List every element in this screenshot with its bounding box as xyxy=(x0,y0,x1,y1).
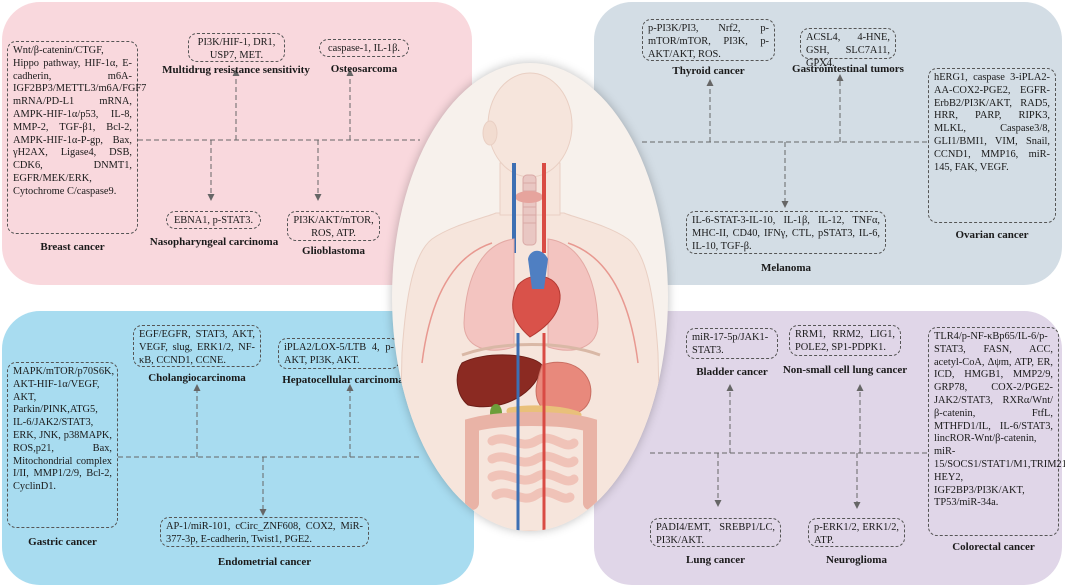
hcc-label: Hepatocellular carcinoma xyxy=(282,374,404,386)
cholangiocarcinoma-targets: EGF/EGFR, STAT3, AKT, VEGF, slug, ERK1/2… xyxy=(133,325,261,367)
colorectal-cancer-targets: TLR4/p-NF-κBp65/IL-6/p-STAT3, FASN, ACC,… xyxy=(928,327,1065,536)
hcc-targets: iPLA2/LOX-5/LTB 4, p-AKT, PI3K, AKT. xyxy=(278,338,400,369)
thyroid-cancer-targets: p-PI3K/PI3, Nrf2, p-mTOR/mTOR, PI3K, p-A… xyxy=(642,19,775,61)
anatomy-oval xyxy=(392,63,668,531)
nsclc-label: Non-small cell lung cancer xyxy=(782,364,908,376)
gi-tumors-label: Gastrointestinal tumors xyxy=(792,63,904,75)
gastric-cancer-targets: MAPK/mTOR/p70S6K, AKT-HIF-1α/VEGF, AKT, … xyxy=(7,362,118,528)
npc-targets: EBNA1, p-STAT3. xyxy=(166,211,261,229)
mdr-targets: PI3K/HIF-1, DR1, USP7, MET. xyxy=(188,33,285,62)
breast-cancer-label: Breast cancer xyxy=(40,241,105,253)
mdr-label: Multidrug resistance sensitivity xyxy=(162,64,310,76)
panel-bottom-left xyxy=(2,311,474,585)
glioblastoma-targets: PI3K/AKT/mTOR, ROS, ATP. xyxy=(287,211,380,241)
nsclc-targets: RRM1, RRM2, LIG1, POLE2, SP1-PDPK1. xyxy=(789,325,901,356)
osteosarcoma-targets: caspase-1, IL-1β. xyxy=(319,39,409,57)
ovarian-cancer-targets: hERG1, caspase 3-iPLA2-AA-COX2-PGE2, EGF… xyxy=(928,68,1056,223)
thyroid-cancer-label: Thyroid cancer xyxy=(672,65,745,77)
osteosarcoma-label: Osteosarcoma xyxy=(330,63,398,75)
panel-top-left xyxy=(2,2,472,285)
endometrial-cancer-targets: AP-1/miR-101, cCirc_ZNF608, COX2, MiR-37… xyxy=(160,517,369,547)
breast-cancer-targets: Wnt/β-catenin/CTGF, Hippo pathway, HIF-1… xyxy=(7,41,146,234)
glioblastoma-label: Glioblastoma xyxy=(302,245,365,257)
neuroglioma-targets: p-ERK1/2, ERK1/2, ATP. xyxy=(808,518,905,547)
panel-top-right xyxy=(594,2,1062,285)
melanoma-targets: IL-6-STAT-3-IL-10, IL-1β, IL-12, TNFα, M… xyxy=(686,211,886,254)
panel-bottom-right xyxy=(594,311,1062,585)
bladder-cancer-targets: miR-17-5p/JAK1-STAT3. xyxy=(686,328,778,359)
melanoma-label: Melanoma xyxy=(760,262,812,274)
colorectal-cancer-label: Colorectal cancer xyxy=(952,541,1035,553)
lung-cancer-targets: PADI4/EMT, SREBP1/LC, PI3K/AKT. xyxy=(650,518,781,547)
lung-cancer-label: Lung cancer xyxy=(686,554,745,566)
gastric-cancer-label: Gastric cancer xyxy=(28,536,97,548)
cholangiocarcinoma-label: Cholangiocarcinoma xyxy=(148,372,246,384)
neuroglioma-label: Neuroglioma xyxy=(826,554,887,566)
endometrial-cancer-label: Endometrial cancer xyxy=(217,556,312,568)
human-anatomy-icon xyxy=(397,72,663,531)
bladder-cancer-label: Bladder cancer xyxy=(696,366,768,378)
gi-tumors-targets: ACSL4, 4-HNE, GSH, SLC7A11, GPX4. xyxy=(800,28,896,69)
ovarian-cancer-label: Ovarian cancer xyxy=(955,229,1029,241)
npc-label: Nasopharyngeal carcinoma xyxy=(149,236,279,248)
